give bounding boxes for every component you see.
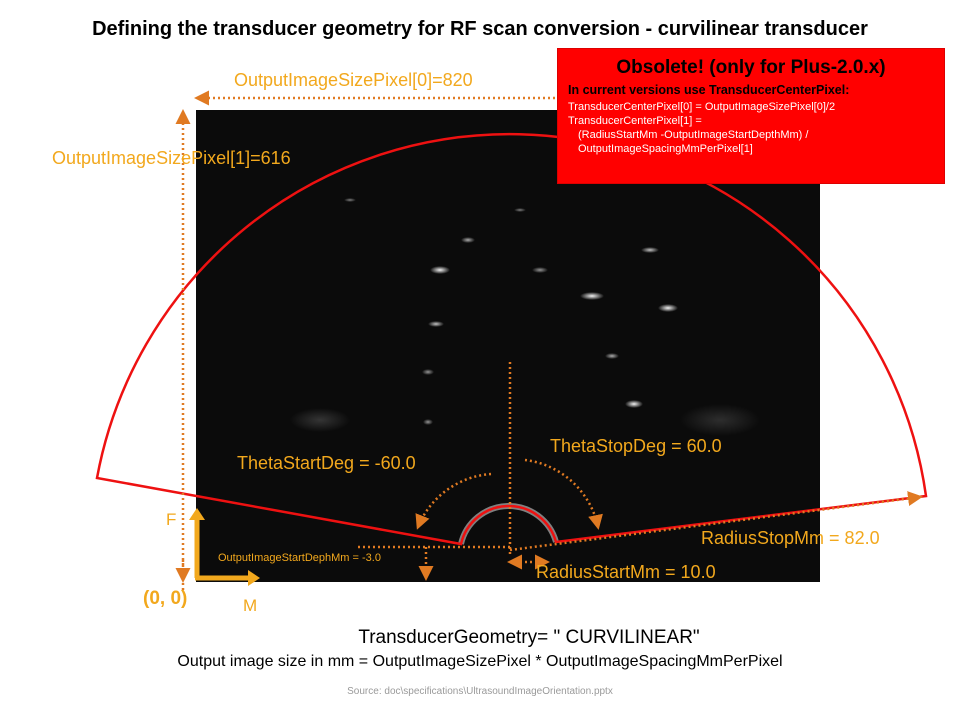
start-depth-label: OutputImageStartDephMm = -3.0 [218,552,381,564]
theta-start-label: ThetaStartDeg = -60.0 [237,453,416,473]
scan-fan-outline [95,132,928,546]
obsolete-notice-box: Obsolete! (only for Plus-2.0.x) In curre… [557,48,945,184]
radius-stop-label: RadiusStopMm = 82.0 [701,528,880,548]
axis-f-arrowhead [189,508,205,520]
axis-f-label: F [166,510,177,529]
output-size-formula: Output image size in mm = OutputImageSiz… [177,653,783,670]
obsolete-line: TransducerCenterPixel[1] = [568,115,702,127]
obsolete-heading: Obsolete! (only for Plus-2.0.x) [616,57,886,78]
theta-start-arrow [415,472,492,530]
source-caption: Source: doc\specifications\UltrasoundIma… [347,686,613,697]
radius-start-label: RadiusStartMm = 10.0 [536,562,716,582]
dimension-arrows [175,90,923,590]
output-size-y-label: OutputImageSizePixel[1]=616 [52,148,291,168]
axis-m-arrowhead [248,570,260,586]
obsolete-subheading: In current versions use TransducerCenter… [568,83,850,97]
coordinate-axes [194,518,250,581]
origin-label: (0, 0) [143,588,188,609]
theta-stop-label: ThetaStopDeg = 60.0 [550,436,722,456]
obsolete-line: OutputImageSpacingMmPerPixel[1] [578,143,753,155]
output-size-x-label: OutputImageSizePixel[0]=820 [234,70,473,90]
obsolete-line: TransducerCenterPixel[0] = OutputImageSi… [568,101,836,113]
scan-speckles [290,198,760,436]
transducer-geometry-text: TransducerGeometry= " CURVILINEAR" [358,627,700,648]
radius-stop-arrow [509,491,923,552]
obsolete-line: (RadiusStartMm -OutputImageStartDepthMm)… [578,129,809,141]
axis-m-label: M [243,596,258,615]
transducer-face-glow [458,503,559,545]
page-title: Defining the transducer geometry for RF … [92,18,868,40]
